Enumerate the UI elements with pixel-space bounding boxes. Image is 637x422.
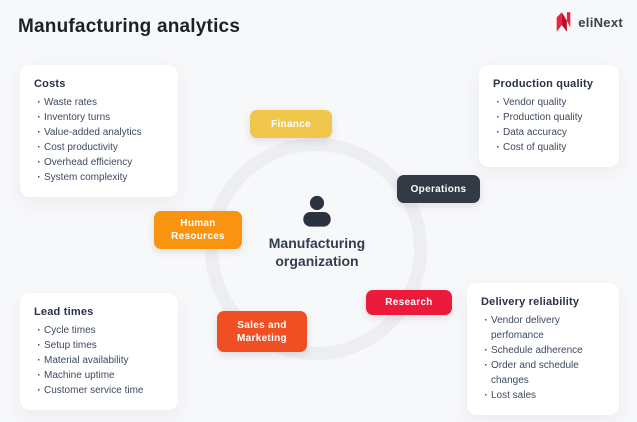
- list-item: ·Waste rates: [34, 95, 164, 110]
- card-lead-times: Lead times ·Cycle times·Setup times·Mate…: [20, 293, 178, 410]
- bullet-dot: ·: [484, 360, 488, 371]
- bullet-dot: ·: [496, 127, 500, 138]
- list-item: ·Cost of quality: [493, 140, 605, 155]
- elinext-n-icon: [555, 12, 572, 32]
- bullet-dot: ·: [37, 172, 41, 183]
- list-item: ·Production quality: [493, 110, 605, 125]
- list-item: ·System complexity: [34, 170, 164, 185]
- badge-finance[interactable]: Finance: [250, 110, 332, 138]
- bullet-dot: ·: [37, 142, 41, 153]
- card-production-quality-title: Production quality: [493, 78, 594, 90]
- card-lead-times-title: Lead times: [34, 306, 94, 318]
- bullet-dot: ·: [484, 345, 488, 356]
- brand-name: eliNext: [578, 14, 623, 30]
- card-lead-times-list: ·Cycle times·Setup times·Material availa…: [34, 323, 164, 398]
- card-costs-title: Costs: [34, 78, 66, 90]
- list-item: ·Order and schedule changes: [481, 358, 605, 388]
- badge-human-resources-label: Human Resources: [171, 218, 225, 242]
- list-item: ·Inventory turns: [34, 110, 164, 125]
- list-item: ·Customer service time: [34, 383, 164, 398]
- bullet-dot: ·: [37, 112, 41, 123]
- person-icon: [300, 194, 334, 228]
- card-delivery-reliability-list: ·Vendor delivery perfomance·Schedule adh…: [481, 313, 605, 403]
- bullet-dot: ·: [37, 340, 41, 351]
- badge-operations-label: Operations: [410, 183, 467, 195]
- bullet-dot: ·: [37, 370, 41, 381]
- bullet-dot: ·: [484, 315, 488, 326]
- list-item: ·Vendor delivery perfomance: [481, 313, 605, 343]
- bullet-dot: ·: [37, 97, 41, 108]
- list-item: ·Lost sales: [481, 388, 605, 403]
- card-delivery-reliability: Delivery reliability ·Vendor delivery pe…: [467, 283, 619, 415]
- bullet-dot: ·: [496, 97, 500, 108]
- bullet-dot: ·: [484, 390, 488, 401]
- badge-sales-marketing[interactable]: Sales and Marketing: [217, 311, 307, 352]
- page-title: Manufacturing analytics: [18, 16, 241, 37]
- bullet-dot: ·: [37, 385, 41, 396]
- bullet-dot: ·: [37, 355, 41, 366]
- badge-sales-marketing-label: Sales and Marketing: [237, 319, 287, 344]
- list-item: ·Cost productivity: [34, 140, 164, 155]
- brand-logo: eliNext: [555, 12, 623, 32]
- list-item: ·Overhead efficiency: [34, 155, 164, 170]
- card-production-quality-list: ·Vendor quality·Production quality·Data …: [493, 95, 605, 155]
- list-item: ·Vendor quality: [493, 95, 605, 110]
- bullet-dot: ·: [496, 112, 500, 123]
- badge-human-resources[interactable]: Human Resources: [154, 211, 242, 249]
- list-item: ·Data accuracy: [493, 125, 605, 140]
- badge-finance-label: Finance: [271, 118, 311, 130]
- badge-research-label: Research: [385, 297, 433, 308]
- list-item: ·Material availability: [34, 353, 164, 368]
- card-production-quality: Production quality ·Vendor quality·Produ…: [479, 65, 619, 167]
- badge-operations[interactable]: Operations: [397, 175, 480, 203]
- bullet-dot: ·: [37, 157, 41, 168]
- bullet-dot: ·: [37, 127, 41, 138]
- badge-research[interactable]: Research: [366, 290, 452, 315]
- card-costs-list: ·Waste rates·Inventory turns·Value-added…: [34, 95, 164, 185]
- list-item: ·Cycle times: [34, 323, 164, 338]
- list-item: ·Setup times: [34, 338, 164, 353]
- card-costs: Costs ·Waste rates·Inventory turns·Value…: [20, 65, 178, 197]
- bullet-dot: ·: [496, 142, 500, 153]
- list-item: ·Value-added analytics: [34, 125, 164, 140]
- list-item: ·Schedule adherence: [481, 343, 605, 358]
- center-label: Manufacturing organization: [268, 235, 366, 270]
- bullet-dot: ·: [37, 325, 41, 336]
- diagram-center: Manufacturing organization: [246, 194, 388, 270]
- card-delivery-reliability-title: Delivery reliability: [481, 296, 580, 308]
- list-item: ·Machine uptime: [34, 368, 164, 383]
